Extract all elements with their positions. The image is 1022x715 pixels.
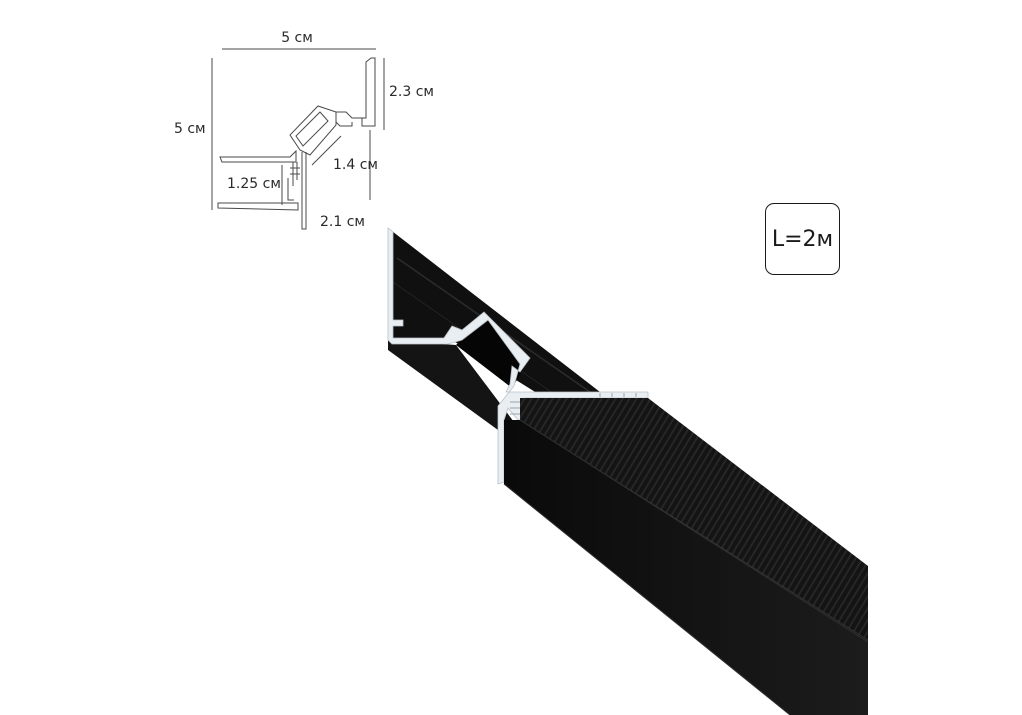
profile-front-side — [504, 420, 868, 715]
top-width-label: 5 см — [281, 30, 313, 46]
diagonal-dimension-line — [311, 135, 342, 166]
profile-left-wall — [388, 340, 520, 430]
profile-outline-right-wall — [361, 57, 376, 127]
bottom-width-label: 2.1 см — [320, 214, 365, 230]
profile-back-face — [388, 228, 600, 400]
right-height-label: 2.3 см — [389, 84, 434, 100]
length-badge: L=2м — [765, 203, 840, 275]
profile-ribbed-top-face — [520, 398, 868, 640]
lower-left-label: 1.25 см — [227, 176, 281, 192]
diagonal-label: 1.4 см — [333, 157, 378, 173]
profile-outline-diffuser-channel — [289, 105, 337, 156]
profile-3d-render — [387, 227, 869, 715]
profile-outline-teeth — [290, 162, 300, 186]
cross-section-drawing — [211, 48, 385, 230]
left-height-label: 5 см — [174, 121, 206, 137]
aluminum-cross-section — [387, 227, 649, 485]
profile-outline-lower-arm — [219, 149, 297, 163]
profile-outline-lower-leg — [217, 152, 307, 230]
profile-outline-step — [287, 178, 294, 201]
